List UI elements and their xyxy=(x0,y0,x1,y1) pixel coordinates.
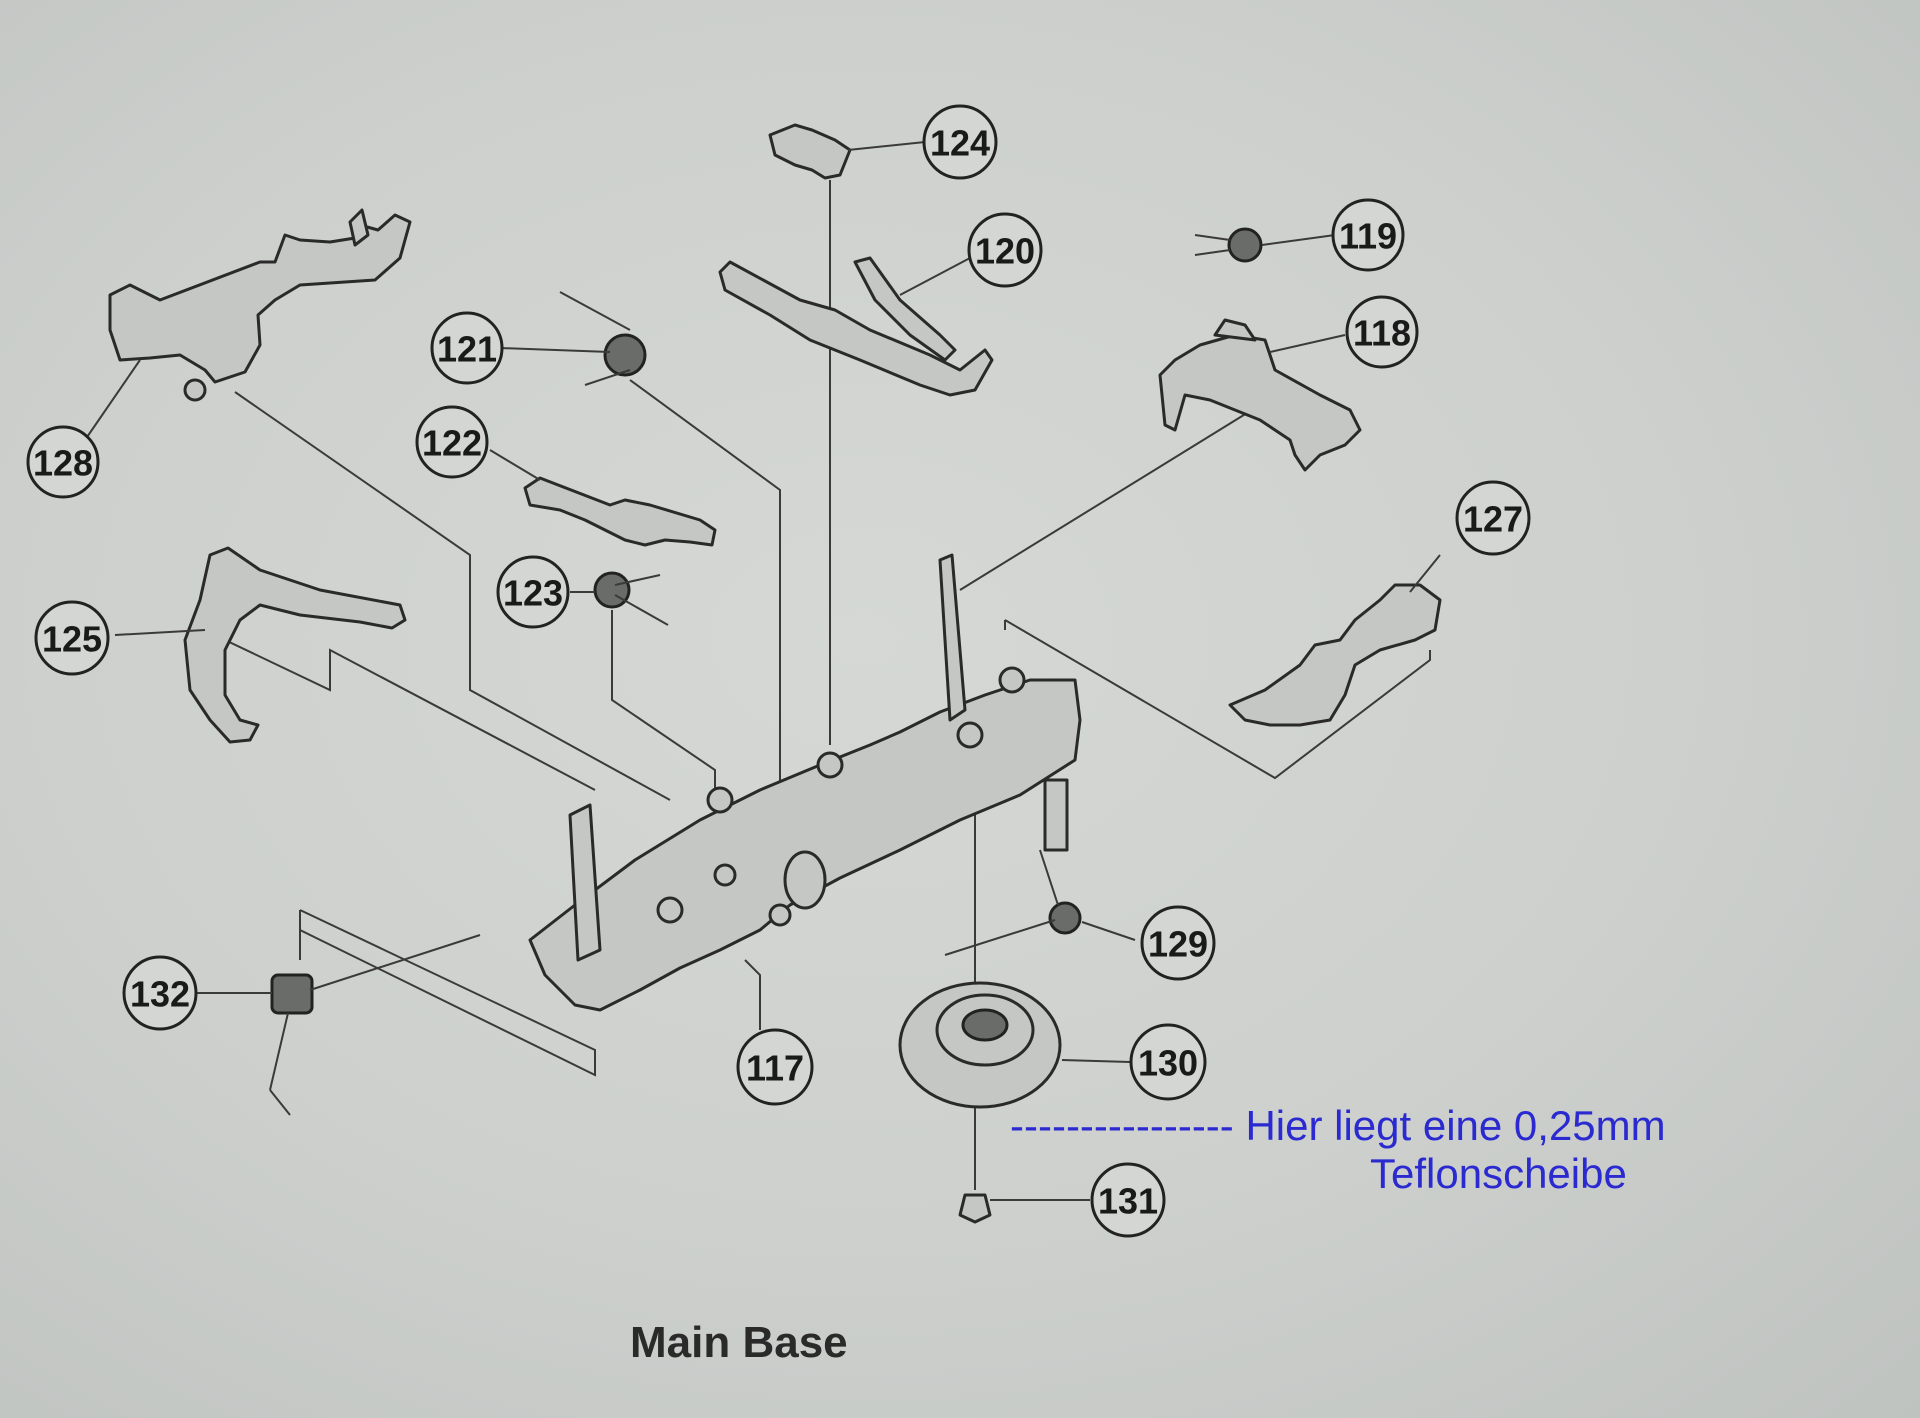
teflon-washer-annotation: ---------------- Hier liegt eine 0,25mm … xyxy=(1010,1102,1770,1198)
leader-lines xyxy=(224,180,1431,1175)
part-122-lever xyxy=(523,476,717,547)
callout-131: 131 xyxy=(1090,1162,1166,1238)
annotation-dashes: ---------------- xyxy=(1010,1102,1234,1149)
callout-132: 132 xyxy=(122,955,198,1031)
callout-121: 121 xyxy=(430,311,504,385)
callout-label-119: 119 xyxy=(1339,216,1397,257)
part-130-gear xyxy=(898,981,1062,1109)
part-129-spring xyxy=(944,849,1082,956)
callout-connectors xyxy=(84,141,1441,1201)
callout-119: 119 xyxy=(1331,198,1405,272)
callout-label-123: 123 xyxy=(503,573,563,614)
part-119-spring xyxy=(1194,227,1263,263)
annotation-line-2: Teflonscheibe xyxy=(1370,1150,1627,1197)
callout-130: 130 xyxy=(1129,1023,1207,1101)
part-128-bracket xyxy=(108,208,412,402)
part-117-main-base xyxy=(528,553,1082,1012)
part-121-spring xyxy=(559,291,647,386)
callout-label-129: 129 xyxy=(1148,924,1208,965)
callout-label-120: 120 xyxy=(975,231,1035,272)
part-124-lever xyxy=(768,123,852,180)
callout-118: 118 xyxy=(1345,295,1419,369)
annotation-text-1: Hier liegt eine 0,25mm xyxy=(1245,1102,1666,1149)
callout-122: 122 xyxy=(415,405,489,479)
part-123-spring xyxy=(593,571,669,626)
part-132-spring xyxy=(269,934,481,1116)
callout-label-127: 127 xyxy=(1463,499,1523,540)
callout-label-124: 124 xyxy=(930,123,990,164)
part-131-pin xyxy=(958,1152,992,1224)
callout-label-118: 118 xyxy=(1353,313,1411,354)
callout-128: 128 xyxy=(26,425,100,499)
callout-label-121: 121 xyxy=(437,329,497,370)
callout-125: 125 xyxy=(34,600,110,676)
callout-label-130: 130 xyxy=(1138,1043,1198,1084)
callout-label-131: 131 xyxy=(1098,1181,1158,1222)
callout-label-117: 117 xyxy=(746,1048,804,1089)
callout-120: 120 xyxy=(967,212,1043,288)
annotation-line-1: ---------------- Hier liegt eine 0,25mm xyxy=(1010,1102,1770,1150)
callout-label-132: 132 xyxy=(130,974,190,1015)
part-120-slide-lever xyxy=(718,256,994,397)
callout-129: 129 xyxy=(1140,905,1216,981)
callout-label-125: 125 xyxy=(42,619,102,660)
callout-123: 123 xyxy=(496,555,570,629)
part-127-lever xyxy=(1228,583,1442,727)
callout-124: 124 xyxy=(922,104,998,180)
diagram-caption: Main Base xyxy=(630,1318,848,1367)
part-125-arm xyxy=(183,546,407,744)
callout-label-122: 122 xyxy=(422,423,482,464)
callout-127: 127 xyxy=(1455,480,1531,556)
callout-label-128: 128 xyxy=(33,443,93,484)
callout-117: 117 xyxy=(736,1028,814,1106)
part-118-bracket xyxy=(1158,318,1362,472)
